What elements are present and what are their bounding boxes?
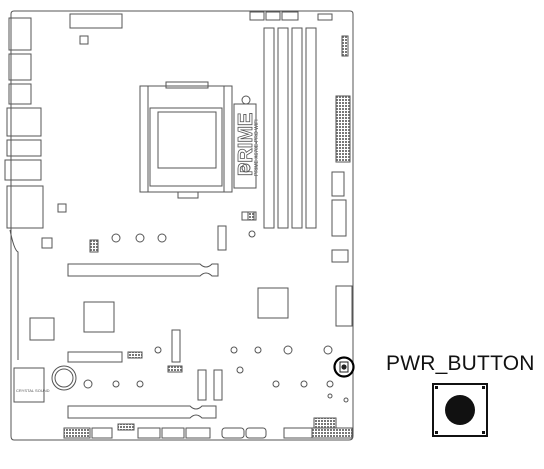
top-power-header: [69, 13, 123, 45]
atx-power-connector: [335, 35, 351, 163]
dimm-slots: [263, 27, 317, 229]
chip-a: [83, 301, 115, 333]
audio-badge-text: CRYSTAL SOUND: [16, 388, 50, 393]
top-fan-headers: [249, 11, 333, 21]
board-outline: [10, 10, 354, 441]
cpu-socket: [139, 81, 251, 199]
m2-slot-4: [213, 369, 223, 401]
cmos-battery: [51, 365, 77, 391]
m2-slot-2: [171, 329, 181, 363]
rear-io-ports: [4, 17, 44, 360]
usb-c-header: [331, 171, 345, 197]
m2-slot-1: [217, 225, 227, 251]
circle-callout-icon: [333, 356, 355, 378]
pcie-x16-slot-2: [67, 351, 123, 363]
audio-badge: [13, 367, 45, 403]
chipset: [257, 287, 289, 319]
tactile-push-button-icon: [432, 383, 488, 437]
pwr-button-label: PWR_BUTTON: [386, 352, 535, 375]
mounting-points: [83, 230, 349, 403]
board-sub-text: PRIME X670E-PRO WIFI: [254, 119, 260, 176]
m2-slot-3: [197, 369, 207, 401]
board-model-text: PRIME: [235, 113, 257, 176]
pcie-x16-slot-1: [67, 263, 219, 277]
pcie-x16-slot-3: [67, 405, 217, 419]
chip-b: [29, 317, 55, 341]
bottom-headers: [63, 417, 353, 439]
pwr-button-highlight: [333, 356, 355, 378]
prime-logo-area: [233, 103, 257, 189]
